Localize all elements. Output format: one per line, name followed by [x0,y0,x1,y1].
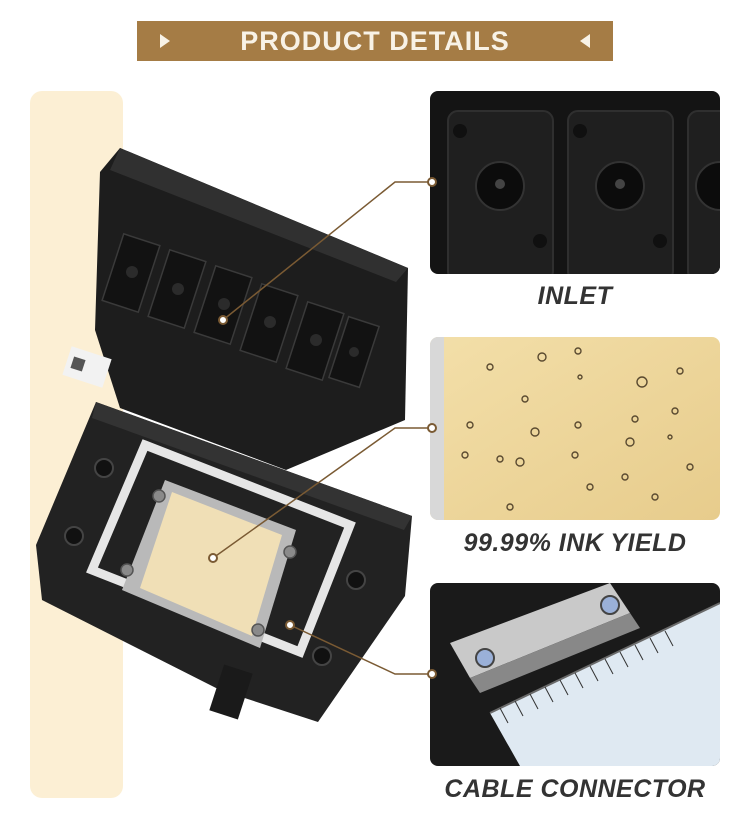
callout-dot-ink-yield-start [208,553,218,563]
section-title: PRODUCT DETAILS [240,25,510,56]
section-banner: PRODUCT DETAILS [137,21,613,61]
ink-yield-caption: 99.99% INK YIELD [463,529,687,557]
callout-line-cable-connector [289,624,432,675]
callout-dot-ink-yield-end [427,423,437,433]
callout-dot-inlet-start [218,315,228,325]
printhead-product-image [36,148,412,722]
play-left-icon [580,34,590,48]
callout-dot-cable-start [285,620,295,630]
callout-dot-cable-end [427,669,437,679]
callout-dot-inlet-end [427,177,437,187]
inlet-caption: INLET [537,282,613,310]
cable-connector-detail-image [430,583,720,766]
play-right-icon [160,34,170,48]
inlet-detail-image [430,91,720,274]
callout-line-ink-yield [212,427,432,559]
callout-line-inlet [222,181,432,321]
ink-yield-detail-image [430,337,720,520]
cable-connector-caption: CABLE CONNECTOR [444,775,706,803]
